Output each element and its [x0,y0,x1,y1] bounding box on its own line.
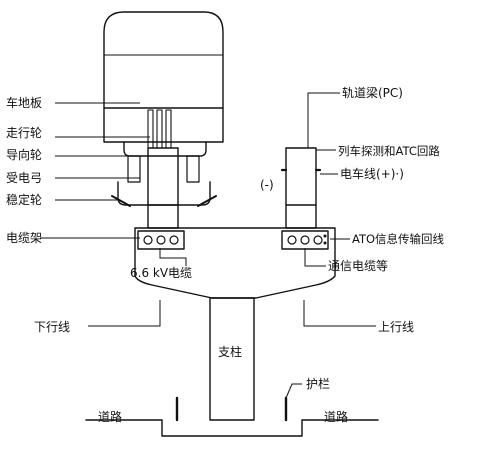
leader-comm-cable [304,248,326,267]
stabilizing-wheel-right [197,195,217,207]
ground-line [85,419,379,437]
label-pier: 支柱 [218,344,242,359]
label-car-floor: 车地板 [6,95,42,110]
leader-6-6kv [159,248,187,266]
cable-tray-left [137,230,185,250]
label-track-beam: 轨道梁(PC) [342,85,403,100]
pier-column [209,297,255,421]
ato-dot-1 [323,234,327,238]
guide-wheel-left [127,155,141,183]
vehicle-body [103,11,224,143]
label-current-collector: 受电弓 [6,171,42,185]
label-6-6kv-cable: 6.6 kV电缆 [130,266,192,280]
track-beam-left [147,147,179,229]
cable-left-3 [169,235,179,245]
cable-right-2 [300,235,310,245]
bogie-frame [123,141,207,157]
cable-left-1 [143,235,153,245]
label-down-line: 下行线 [34,320,70,334]
track-beam-right [285,147,317,229]
guide-wheel-right [186,155,200,183]
cable-right-3 [313,235,323,245]
cable-right-1 [287,235,297,245]
leader-track-beam [307,92,340,148]
bogie-lower-body [117,181,211,206]
label-guide-wheel: 导向轮 [6,147,42,162]
label-cable-tray: 电缆架 [6,231,42,245]
label-ato-circuit: ATO信息传输回线 [352,232,445,246]
leader-up-line [303,300,376,327]
cable-left-2 [156,235,166,245]
label-minus-sign: (-) [260,178,274,192]
label-road-left: 道路 [98,409,122,424]
label-train-detection-atc: 列车探测和ATC回路 [338,144,440,158]
label-running-wheel: 走行轮 [6,126,42,140]
label-up-line: 上行线 [378,320,414,334]
label-guardrail: 护栏 [306,376,330,391]
leader-down-line [88,300,161,327]
label-stabilizing-wheel: 稳定轮 [6,192,42,207]
cable-tray-right [281,230,329,250]
label-road-right: 道路 [324,409,348,424]
leader-guardrail [285,383,302,399]
stabilizing-wheel-left [111,195,131,207]
label-comm-cable: 通信电缆等 [328,259,388,273]
label-trolley-wire: 电车线(+)·) [340,166,404,181]
ato-dot-2 [323,241,327,245]
